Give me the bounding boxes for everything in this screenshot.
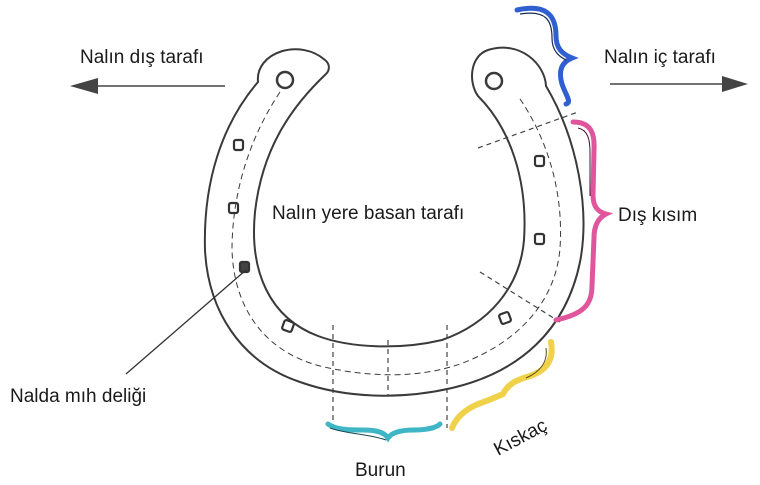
nail-hole-icon (282, 320, 295, 333)
cyan-brace (328, 424, 440, 438)
blue-brace-edge (520, 13, 566, 60)
arrow-left-icon (70, 78, 225, 94)
nail-hole-icon (499, 312, 512, 325)
arrow-right-icon (610, 76, 748, 92)
horseshoe-groove (232, 92, 561, 375)
label-nail-hole: Nalda mıh deliği (10, 386, 146, 407)
label-ground-side: Nalın yere basan tarafı (272, 203, 464, 224)
heel-hole-left (277, 72, 293, 88)
section-dividers (333, 112, 578, 428)
label-inner-side: Nalın iç tarafı (604, 47, 716, 68)
label-toe: Burun (355, 460, 406, 481)
label-outer-side: Nalın dış tarafı (80, 47, 204, 68)
pink-brace (556, 122, 606, 320)
nail-hole-pointer (126, 270, 246, 374)
label-outer-part: Dış kısım (618, 205, 697, 226)
label-clip: Kıskaç (490, 415, 550, 460)
blue-brace (517, 8, 572, 104)
nail-hole-icon (229, 203, 238, 213)
heel-hole-right (486, 73, 502, 89)
nail-hole-icon (234, 140, 243, 150)
nail-hole-icon (535, 234, 544, 244)
nail-hole-icon (535, 156, 544, 166)
